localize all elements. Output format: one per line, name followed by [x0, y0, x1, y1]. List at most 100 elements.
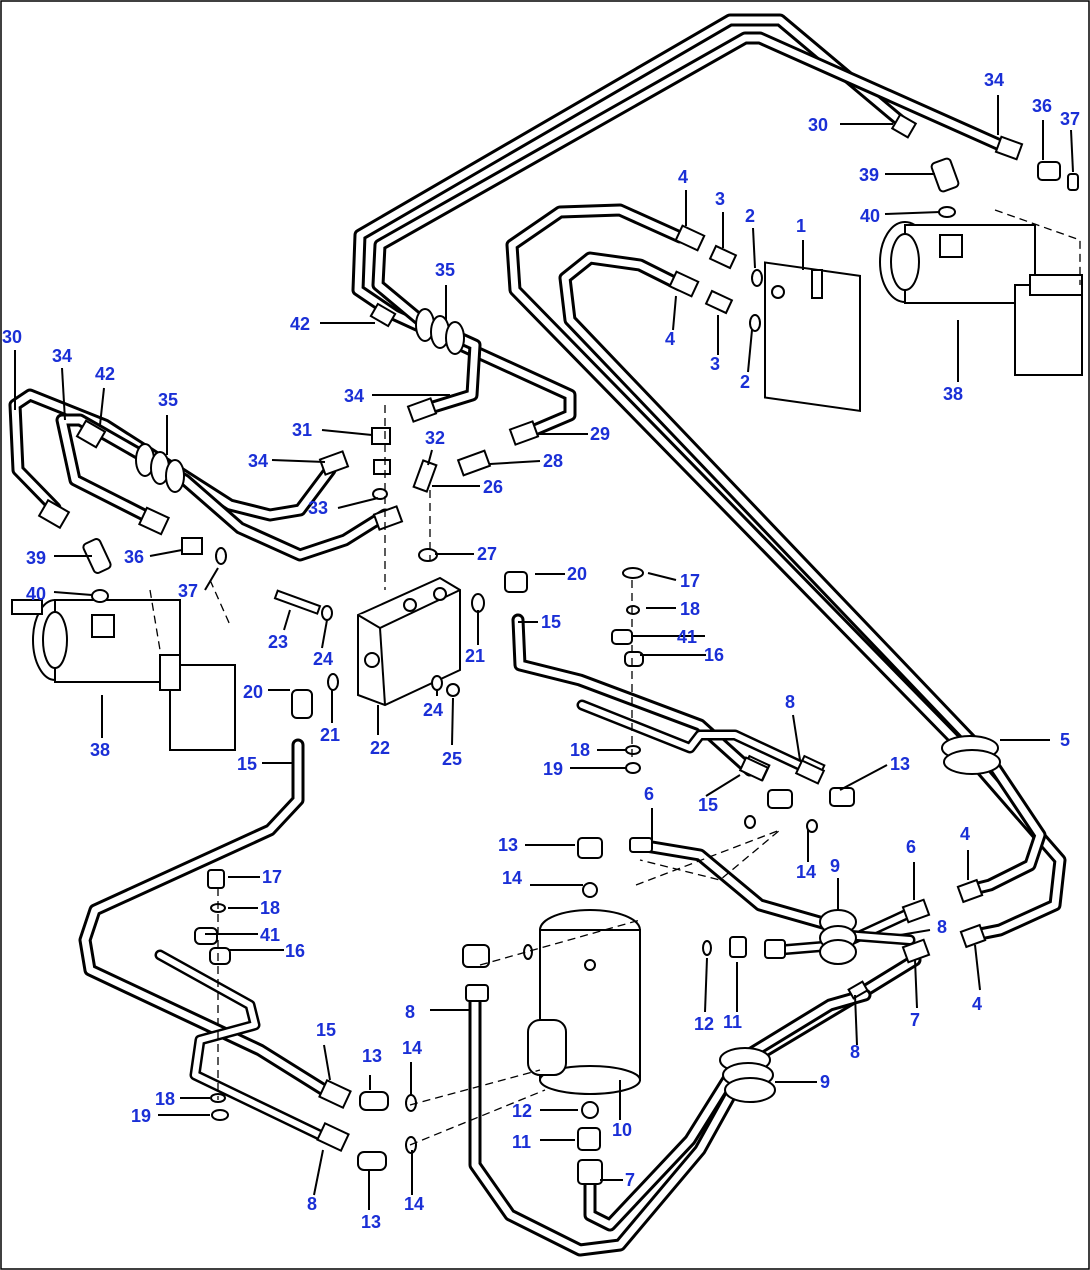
swivel-rings [135, 308, 1001, 1103]
callout-label: 17 [680, 571, 700, 591]
callout-label: 37 [178, 581, 198, 601]
callout-label: 13 [498, 835, 518, 855]
callout-leader [854, 994, 858, 1046]
callout-label: 14 [404, 1194, 424, 1214]
callout-label: 8 [937, 917, 947, 937]
callout-label: 37 [1060, 109, 1080, 129]
callout-label: 9 [820, 1072, 830, 1092]
callout-leader [204, 567, 219, 591]
callout-label: 5 [1060, 730, 1070, 750]
callout-label: 24 [313, 649, 333, 669]
plate-1 [764, 261, 861, 413]
callout-label: 14 [402, 1038, 422, 1058]
callout-label: 35 [435, 260, 455, 280]
callout-label: 34 [248, 451, 268, 471]
callout-label: 41 [677, 627, 697, 647]
callout-layer: 1223344445667788888991011111212131313131… [2, 70, 1080, 1232]
callout-label: 2 [745, 206, 755, 226]
callout-leader [149, 549, 183, 557]
callout-label: 30 [808, 115, 828, 135]
callout-label: 26 [483, 477, 503, 497]
callout-label: 3 [710, 354, 720, 374]
callout-label: 38 [943, 384, 963, 404]
callout-leader [884, 211, 941, 215]
callout-label: 34 [344, 386, 364, 406]
callout-label: 23 [268, 632, 288, 652]
callout-leader [61, 367, 66, 421]
callout-label: 8 [785, 692, 795, 712]
callout-label: 28 [543, 451, 563, 471]
callout-label: 38 [90, 740, 110, 760]
callout-label: 21 [320, 725, 340, 745]
accumulator-10 [527, 909, 641, 1095]
callout-leader [839, 764, 888, 791]
callout-label: 6 [906, 837, 916, 857]
callout-label: 24 [423, 700, 443, 720]
callout-leader [899, 929, 931, 936]
cylinder-right [879, 209, 1083, 376]
valve-block-22 [357, 576, 461, 707]
callout-leader [321, 619, 328, 649]
callout-label: 36 [1032, 96, 1052, 116]
callout-label: 4 [972, 994, 982, 1014]
callout-leader [792, 714, 801, 761]
callout-label: 8 [307, 1194, 317, 1214]
callout-leader [1070, 129, 1074, 173]
callout-label: 16 [704, 645, 724, 665]
callout-label: 29 [590, 424, 610, 444]
callout-label: 13 [890, 754, 910, 774]
callout-label: 4 [665, 329, 675, 349]
callout-label: 17 [262, 867, 282, 887]
callout-label: 32 [425, 428, 445, 448]
callout-label: 4 [960, 824, 970, 844]
callout-label: 10 [612, 1120, 632, 1140]
callout-label: 16 [285, 941, 305, 961]
callout-label: 6 [644, 784, 654, 804]
callout-label: 21 [465, 646, 485, 666]
callout-label: 1 [796, 216, 806, 236]
callout-leader [747, 329, 753, 373]
callout-label: 34 [984, 70, 1004, 90]
callout-label: 20 [567, 564, 587, 584]
callout-label: 20 [243, 682, 263, 702]
callout-leader [647, 572, 677, 581]
callout-label: 42 [290, 314, 310, 334]
callout-label: 12 [512, 1101, 532, 1121]
callout-label: 35 [158, 390, 178, 410]
cylinder-left [11, 579, 236, 751]
callout-leader [337, 497, 379, 509]
callout-label: 13 [361, 1212, 381, 1232]
callout-label: 15 [698, 795, 718, 815]
callout-label: 15 [541, 612, 561, 632]
fittings [37, 113, 1079, 1185]
callout-label: 7 [910, 1010, 920, 1030]
callout-label: 39 [26, 548, 46, 568]
callout-leader [974, 944, 981, 991]
callout-label: 14 [796, 862, 816, 882]
callout-leader [752, 227, 756, 269]
callout-label: 3 [715, 189, 725, 209]
callout-label: 41 [260, 925, 280, 945]
callout-label: 42 [95, 364, 115, 384]
callout-label: 19 [131, 1106, 151, 1126]
callout-leader [672, 295, 677, 331]
callout-label: 14 [502, 868, 522, 888]
callout-leader [705, 774, 741, 797]
callout-label: 15 [237, 754, 257, 774]
callout-leader [271, 459, 326, 463]
callout-label: 18 [260, 898, 280, 918]
callout-leader [99, 387, 105, 426]
callout-leader [53, 591, 93, 596]
callout-leader [313, 1149, 324, 1196]
callout-label: 15 [316, 1020, 336, 1040]
callout-label: 8 [405, 1002, 415, 1022]
callout-label: 33 [308, 498, 328, 518]
centerlines [217, 405, 781, 1146]
callout-leader [427, 449, 433, 466]
callout-label: 11 [512, 1132, 531, 1152]
callout-label: 9 [830, 856, 840, 876]
callout-label: 11 [723, 1012, 742, 1032]
callout-leader [914, 959, 918, 1009]
callout-label: 40 [26, 584, 46, 604]
